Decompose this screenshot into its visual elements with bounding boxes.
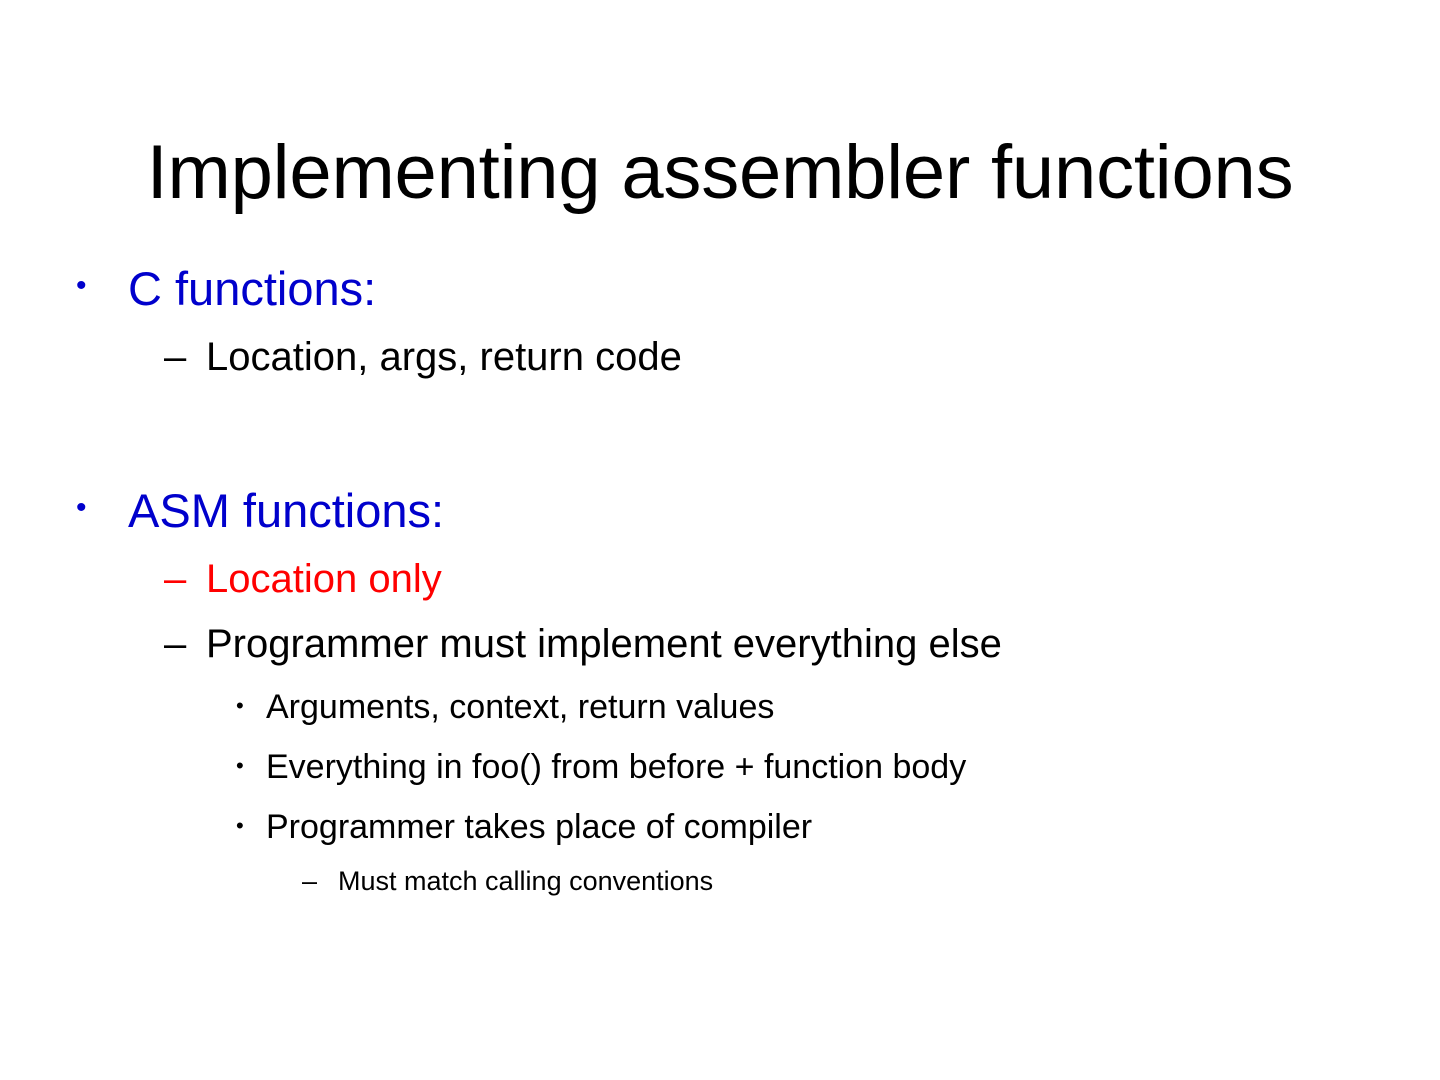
- outline-item-programmer-must-implement[interactable]: – Programmer must implement everything e…: [76, 617, 1376, 671]
- outline-item-must-match-calling-conventions[interactable]: – Must match calling conventions: [76, 863, 1376, 901]
- outline-item-location-only[interactable]: – Location only: [76, 552, 1376, 606]
- bullet-icon: •: [236, 693, 244, 719]
- outline-item-label: Location, args, return code: [206, 335, 682, 380]
- outline-item-everything-in-foo[interactable]: • Everything in foo() from before + func…: [76, 744, 1376, 791]
- outline-item-label: C functions:: [128, 262, 377, 315]
- outline-item-label: Everything in foo() from before + functi…: [266, 748, 967, 787]
- slide-body-outline: • C functions: – Location, args, return …: [76, 258, 1376, 901]
- outline-item-location-args-return-code[interactable]: – Location, args, return code: [76, 330, 1376, 384]
- bullet-icon: •: [76, 269, 87, 302]
- outline-item-label: Location only: [206, 557, 442, 602]
- page-title: Implementing assembler functions: [146, 129, 1294, 215]
- outline-item-label: Must match calling conventions: [338, 865, 714, 896]
- bullet-icon: •: [236, 753, 244, 779]
- bullet-icon: •: [76, 491, 87, 525]
- outline-group-spacer: [76, 384, 1376, 480]
- outline-item-label: Arguments, context, return values: [266, 688, 775, 727]
- outline-item-label: ASM functions:: [128, 484, 445, 538]
- outline-item-asm-functions[interactable]: • ASM functions:: [76, 480, 1376, 542]
- dash-icon: –: [302, 865, 318, 896]
- bullet-icon: •: [236, 813, 244, 839]
- outline-item-label: Programmer takes place of compiler: [266, 808, 813, 847]
- outline-item-programmer-takes-place-of-compiler[interactable]: • Programmer takes place of compiler: [76, 804, 1376, 851]
- outline-item-arguments-context-return-values[interactable]: • Arguments, context, return values: [76, 684, 1376, 731]
- dash-icon: –: [164, 335, 187, 380]
- outline-item-c-functions[interactable]: • C functions:: [76, 258, 1376, 320]
- outline-item-label: Programmer must implement everything els…: [206, 621, 1002, 666]
- dash-icon: –: [164, 621, 187, 666]
- dash-icon: –: [164, 557, 187, 602]
